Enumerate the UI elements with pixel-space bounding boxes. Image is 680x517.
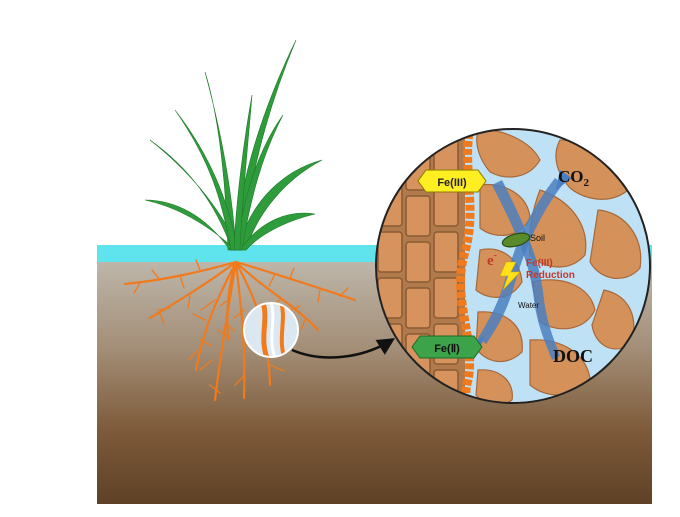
fe2-tag: Fe(Ⅱ): [411, 335, 483, 359]
zoom-arrow: [291, 338, 395, 359]
lightning-bolt-icon: [499, 261, 521, 291]
fe3-tag: Fe(III): [417, 169, 487, 193]
fe3-label: Fe(III): [437, 177, 467, 189]
reduction-label-line2: Reduction: [526, 270, 575, 281]
water-label: Water: [518, 301, 539, 310]
soil-particle: [501, 232, 531, 248]
magnifier-loop-icon: [243, 302, 299, 358]
root-system: [123, 259, 357, 402]
rice-plant-icon: [144, 39, 323, 251]
electron-label: e-: [487, 250, 497, 269]
soil-label: Soil: [530, 233, 545, 243]
doc-label: DOC: [553, 346, 593, 366]
reduction-label-line1: Fe(III): [526, 258, 553, 269]
co2-label: CO2: [558, 167, 590, 189]
fe2-label: Fe(Ⅱ): [434, 343, 460, 355]
